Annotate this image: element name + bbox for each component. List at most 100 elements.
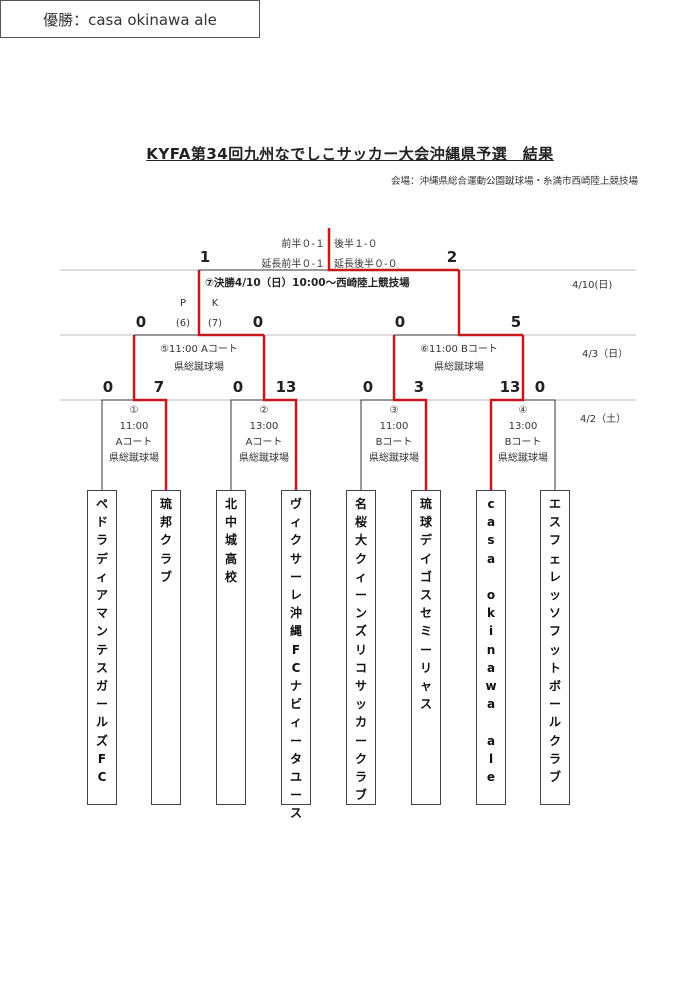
r1-4-info: ④ 13:00 Bコート 県総蹴球場 [483, 403, 563, 467]
r1-winner-4 [489, 335, 525, 490]
champion-box: 優勝：casa okinawa ale [0, 0, 260, 38]
team-name-char: タ [289, 751, 302, 766]
semi1-venue: 県総蹴球場 [174, 362, 224, 373]
final-label: ⑦決勝4/10（日）10:00〜西崎陸上競技場 [205, 277, 410, 289]
team-box-5: 名桜大クィーンズリコサッカークラブ [346, 490, 376, 805]
team-name-char: ー [289, 569, 302, 584]
team-name-char: ゴ [419, 569, 432, 584]
pk-label-k: K [211, 298, 219, 309]
team-name-char: ス [419, 697, 432, 712]
team-name-char: a [486, 733, 496, 748]
team-name-char: ィ [354, 569, 367, 584]
team-name-char: ミ [419, 624, 432, 639]
team-name-char: ラ [159, 551, 172, 566]
team-name-char: ィ [289, 715, 302, 730]
team-name-char: a [486, 551, 496, 566]
r1-3-info: ③ 11:00 Bコート 県総蹴球場 [354, 403, 434, 467]
venue-note: 会場：沖縄県総合運動公園蹴球場・糸満市西崎陸上競技場 [390, 176, 638, 187]
team-box-6: 琉球デイゴスセミーリャス [411, 490, 441, 805]
team-name-char: w [485, 679, 497, 694]
semi2-score-right: 5 [510, 313, 522, 331]
r1-loser-1 [101, 399, 134, 490]
team-name-char: n [486, 642, 496, 657]
team-name-char: ク [354, 551, 367, 566]
team-name-char: ー [419, 642, 432, 657]
team-name-char: フ [548, 533, 561, 548]
team-name-char: ラ [354, 770, 367, 785]
team-name-char: e [486, 770, 496, 785]
r1-4-time: 13:00 [508, 421, 538, 432]
semi2-label: ⑥11:00 Bコート [420, 344, 498, 355]
team-name-char: ク [289, 533, 302, 548]
final-half-left-1: 前半０-１ [281, 239, 325, 250]
team-name-char: ス [95, 660, 108, 675]
final-date: 4/10(日) [572, 280, 613, 291]
team-name-char: ナ [289, 679, 302, 694]
r1-3-time: 11:00 [379, 421, 409, 432]
team-name-char: l [488, 751, 494, 766]
team-name-char: イ [419, 551, 432, 566]
team-name-char: レ [548, 569, 561, 584]
team-name: 北中城高校 [225, 495, 237, 586]
team-name-char [489, 568, 493, 586]
r1-winner-2 [262, 335, 298, 490]
team-name-char: ク [548, 733, 561, 748]
team-name-char: ズ [95, 733, 108, 748]
r1-4-no: ④ [518, 405, 528, 416]
team-name-char: C [97, 770, 107, 785]
team-name-char: 球 [419, 515, 432, 530]
team-name-char: デ [419, 533, 432, 548]
team-name-char: c [487, 497, 495, 511]
team-name-char: ガ [95, 679, 108, 694]
team-name-char: ト [548, 660, 561, 675]
r1-3-no: ③ [389, 405, 399, 416]
team-name-char: リ [419, 660, 432, 675]
team-name-char: ャ [419, 679, 432, 694]
team-name-char: 琉 [159, 497, 172, 511]
final-score-left: 1 [199, 248, 211, 266]
r1-2-score-left: 0 [232, 378, 244, 396]
team-name-char: 大 [354, 533, 367, 548]
team-name-char: 北 [224, 497, 237, 511]
page-title: KYFA第34回九州なでしこサッカー大会沖縄県予選 結果 [146, 145, 554, 163]
team-name-char: ー [354, 588, 367, 603]
team-name-char: ド [95, 515, 108, 530]
team-name-char: ボ [548, 679, 561, 694]
team-name-char: ル [548, 715, 561, 730]
team-name-char: ル [95, 715, 108, 730]
team-name-char: ラ [95, 533, 108, 548]
champion-text: 優勝：casa okinawa ale [43, 10, 217, 29]
team-name-char: ン [354, 606, 367, 621]
team-name-char: ー [354, 733, 367, 748]
team-name-char: リ [354, 642, 367, 657]
team-name: 名桜大クィーンズリコサッカークラブ [355, 495, 367, 804]
semi-date: 4/3（日） [582, 349, 629, 360]
team-name-char: ー [548, 697, 561, 712]
pk-left: (6) [175, 318, 191, 329]
team-name-char: コ [354, 660, 367, 675]
team-name-char: k [487, 606, 495, 621]
team-name-char: ペ [95, 497, 108, 511]
team-name-char: ン [95, 624, 108, 639]
r1-4-score-right: 0 [534, 378, 546, 396]
team-name-char: F [291, 642, 301, 657]
team-name-char: レ [289, 588, 302, 603]
final-half-right-1: 後半１-０ [334, 239, 378, 250]
r1-4-court: Bコート [504, 437, 542, 448]
r1-3-score-left: 0 [362, 378, 374, 396]
r1-loser-4 [523, 399, 556, 490]
r1-loser-2 [230, 399, 264, 490]
team-name-char: ッ [354, 697, 367, 712]
team-name-char: 邦 [159, 515, 172, 530]
team-name-char: デ [95, 551, 108, 566]
team-name-char: i [488, 624, 494, 639]
team-name-char: ィ [95, 569, 108, 584]
team-name-char: ソ [548, 606, 561, 621]
team-name: 琉邦クラブ [160, 495, 172, 586]
team-name-char: ッ [548, 588, 561, 603]
team-name-char: ユ [289, 770, 302, 785]
team-name-char: a [486, 660, 496, 675]
